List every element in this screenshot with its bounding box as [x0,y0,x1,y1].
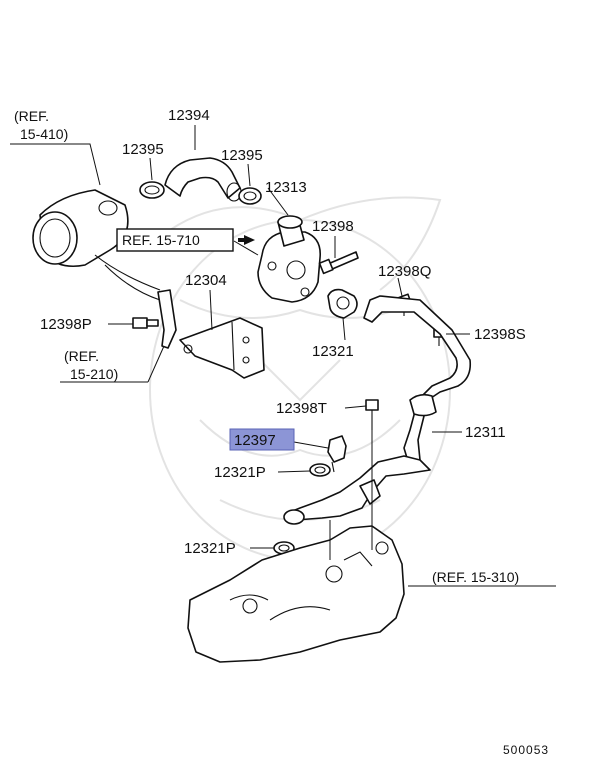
clamp-12395-left [139,181,165,199]
part-label-12398T[interactable]: 12398T [276,400,327,417]
bracket-12304 [179,317,265,379]
hose-12394 [164,157,242,202]
part-label-12398P[interactable]: 12398P [40,316,92,333]
part-label-12395-right[interactable]: 12395 [221,147,263,164]
diagram-code: 500053 [503,743,549,757]
bolt-12398T [365,399,379,430]
highlight-12397 [229,428,295,451]
part-label-12398S[interactable]: 12398S [474,326,526,343]
part-label-12397[interactable]: 12397 [234,432,276,449]
ref-15-410-line2[interactable]: 15-410) [20,126,68,142]
ref-15-210-line2[interactable]: 15-210) [70,366,118,382]
gasket-12321 [327,288,358,319]
part-label-12398[interactable]: 12398 [312,218,354,235]
part-label-12398Q[interactable]: 12398Q [378,263,431,280]
plug-12397 [327,435,347,473]
part-label-12311[interactable]: 12311 [465,424,506,441]
exhaust-manifold [187,525,405,663]
part-label-12321P-upper[interactable]: 12321P [214,464,266,481]
leader-lines [10,125,556,587]
ref-15-710-box [116,228,234,252]
part-label-12321P-lower[interactable]: 12321P [184,540,236,557]
part-label-12304[interactable]: 12304 [185,272,227,289]
bolt-12398 [318,251,359,275]
ref-15-310-label[interactable]: (REF. 15-310) [432,569,519,585]
part-label-12395-left[interactable]: 12395 [122,141,164,158]
arrow-left-icon [238,235,255,245]
bolt-12398P [132,317,159,329]
ref-15-410-line1[interactable]: (REF. [14,108,49,124]
ref-15-710-label[interactable]: REF. 15-710 [122,232,200,248]
part-label-12313[interactable]: 12313 [265,179,307,196]
gasket-12321P-upper [309,463,331,477]
ref-15-210-line1[interactable]: (REF. [64,348,99,364]
clamp-12395-right [238,187,262,205]
part-label-12321[interactable]: 12321 [312,343,354,360]
intake-bracket [157,289,177,349]
intake-hose [32,189,161,301]
air-valve-12313 [257,215,322,303]
part-label-12394[interactable]: 12394 [168,107,210,124]
pipe-12311 [283,295,472,525]
